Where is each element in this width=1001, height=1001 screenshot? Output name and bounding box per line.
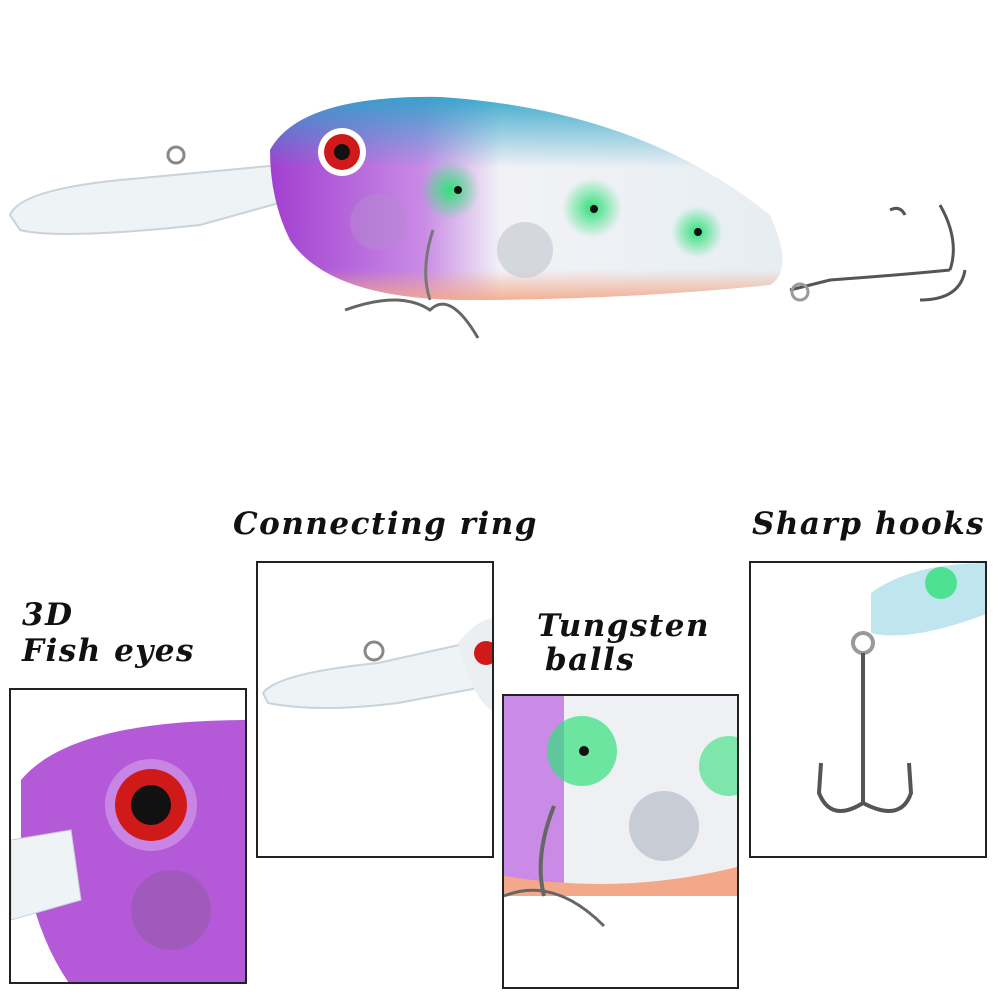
tungsten-balls-label-line1: Tungsten (537, 608, 711, 644)
tungsten-balls-closeup (502, 694, 739, 989)
fish-eye-closeup (9, 688, 247, 984)
tungsten-balls-label-line2: balls (545, 642, 636, 678)
fish-eyes-label-line2: Fish eyes (22, 633, 195, 669)
connecting-ring-label: Connecting ring (233, 506, 538, 542)
fishing-lure-image (8, 96, 967, 339)
sharp-hooks-label: Sharp hooks (752, 506, 986, 542)
fish-eyes-label-line1: 3D (22, 597, 74, 633)
connecting-ring-closeup (256, 561, 494, 858)
sharp-hooks-closeup (749, 561, 987, 858)
